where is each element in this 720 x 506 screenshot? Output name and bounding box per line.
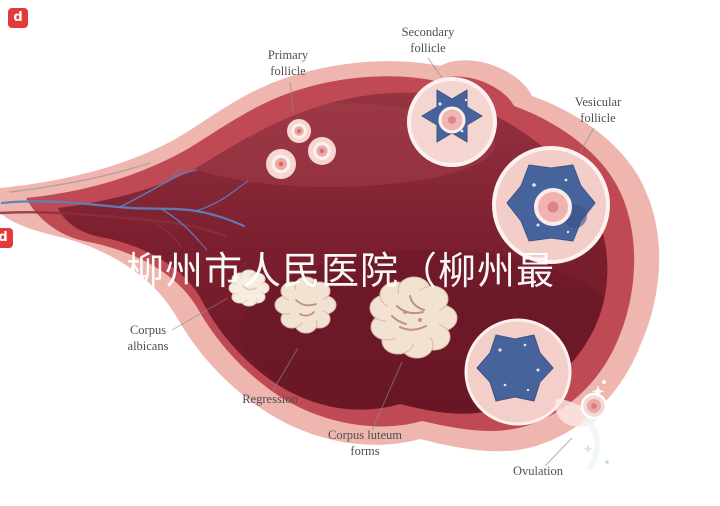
fluid-trail	[583, 417, 600, 471]
label-ovulation: Ovulation	[488, 464, 588, 480]
label-secondary-follicle: Secondary follicle	[378, 25, 478, 56]
label-pointer-lines	[171, 57, 595, 467]
label-text: follicle	[410, 40, 446, 55]
primary-follicle-1	[266, 149, 296, 179]
label-text: albicans	[127, 338, 169, 353]
blood-vessels	[0, 162, 249, 251]
label-text: forms	[350, 443, 380, 458]
released-egg	[580, 392, 608, 420]
label-text: Secondary	[401, 25, 455, 39]
label-text: follicle	[580, 110, 616, 125]
sparkles	[583, 380, 615, 464]
label-corpus-albicans: Corpus albicans	[98, 323, 198, 354]
regression-blob	[274, 276, 337, 334]
sparkle-dots	[532, 178, 570, 234]
corpus-luteum	[369, 276, 458, 359]
label-text: Primary	[267, 48, 309, 62]
label-text: Corpus	[129, 323, 167, 337]
watermark-logo-icon: d	[0, 228, 13, 248]
ovary-medulla	[58, 92, 608, 414]
sparkle-dots	[438, 98, 468, 133]
primary-follicle-2	[308, 137, 336, 165]
primary-follicle-3	[287, 119, 311, 143]
secondary-follicle	[407, 77, 497, 167]
label-corpus-luteum: Corpus luteum forms	[303, 428, 427, 459]
ovulation-antrum	[476, 334, 554, 402]
vesicular-follicle	[492, 146, 610, 264]
sparkle-dots	[498, 343, 540, 392]
corpus-albicans-blob	[228, 269, 270, 307]
label-text: Vesicular	[574, 95, 622, 109]
label-text: Ovulation	[513, 464, 563, 478]
label-regression: Regression	[218, 392, 322, 408]
primary-follicles	[266, 119, 336, 179]
watermark-logo-icon: d	[8, 8, 28, 28]
label-text: Corpus luteum	[328, 428, 402, 442]
ovulation-follicle	[464, 318, 615, 471]
label-primary-follicle: Primary follicle	[238, 48, 338, 79]
watermark-text: 柳州市人民医院（柳州最	[126, 249, 556, 293]
label-text: Regression	[242, 392, 298, 406]
label-text: follicle	[270, 63, 306, 78]
label-vesicular-follicle: Vesicular follicle	[548, 95, 648, 126]
